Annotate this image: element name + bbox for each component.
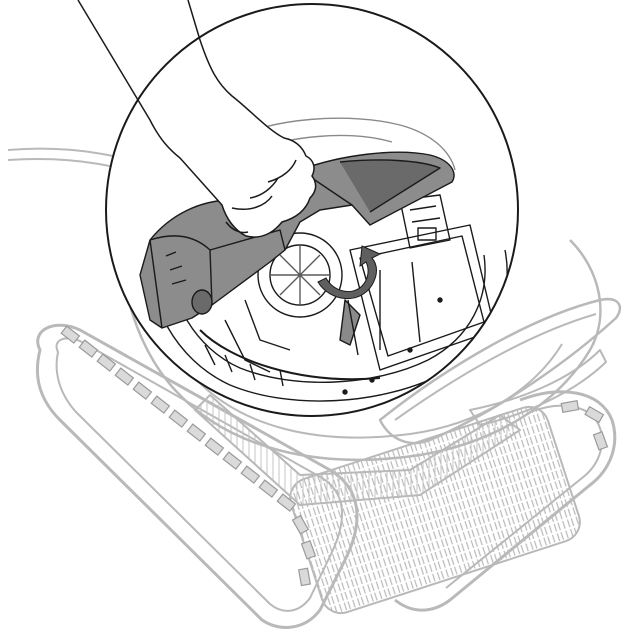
filter-ribs [194, 394, 521, 506]
track-teeth [60, 325, 609, 587]
rotate-arrow-icon [317, 245, 382, 300]
filter-lid [139, 151, 455, 329]
magnifier-outline [105, 3, 519, 417]
hand-icon [77, 0, 317, 238]
front-handle [378, 297, 622, 445]
magnified-view [77, 0, 519, 417]
right-track [394, 390, 617, 612]
brush-roller [289, 405, 581, 615]
